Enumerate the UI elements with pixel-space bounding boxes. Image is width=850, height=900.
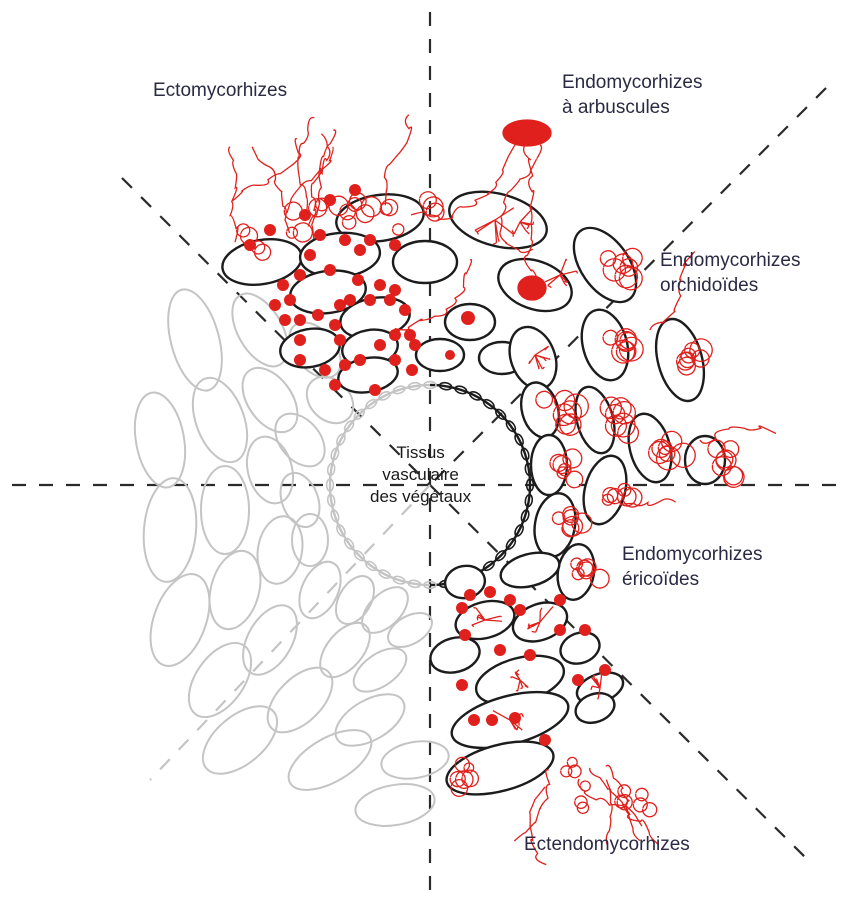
hyphal-coil — [575, 781, 591, 813]
cortex-cell-ecto — [393, 241, 457, 283]
vesicle — [329, 319, 341, 331]
vesicle — [399, 304, 411, 316]
vesicle — [524, 649, 536, 661]
label-ectomycorhizes: Ectomycorhizes — [153, 78, 287, 103]
hyphal-coil — [633, 788, 656, 816]
vesicle — [456, 679, 468, 691]
vesicle — [389, 329, 401, 341]
vesicle — [494, 644, 506, 656]
vesicle — [324, 264, 336, 276]
vesicle — [334, 334, 346, 346]
cortex-cell-ecto — [277, 324, 343, 372]
cortex-cell-arb — [443, 182, 553, 258]
vesicle — [504, 594, 516, 606]
vesicle — [468, 714, 480, 726]
vesicle — [554, 624, 566, 636]
label-ectendomycorhizes: Ectendomycorhizes — [524, 832, 690, 857]
cortex-cell — [352, 778, 438, 831]
cortex-cell — [354, 579, 416, 641]
uncolonized-cortex-cells — [128, 284, 452, 832]
hypha — [620, 499, 676, 506]
vesicle — [445, 350, 455, 360]
label-endomycorhizes-arbuscules: Endomycorhizes à arbuscules — [562, 70, 702, 120]
vesicle — [339, 359, 351, 371]
cortex-cell — [378, 736, 451, 783]
vesicle — [294, 269, 306, 281]
cortex-cell — [140, 476, 201, 584]
vesicle — [464, 589, 476, 601]
vesicle — [319, 364, 331, 376]
vesicle — [364, 234, 376, 246]
cortex-cell — [231, 358, 308, 442]
cortex-cell — [311, 614, 380, 686]
label-vascular-tissue: Tissus vasculaire des végétaux — [370, 442, 471, 508]
vesicle — [294, 334, 306, 346]
vesicle — [486, 714, 498, 726]
vesicle — [579, 624, 591, 636]
hypha — [700, 426, 776, 443]
cortex-cell — [191, 693, 289, 786]
cortex-cell — [292, 514, 328, 566]
vesicle — [284, 294, 296, 306]
vesicle — [409, 339, 421, 351]
hypha — [311, 147, 333, 239]
vesicle — [314, 229, 326, 241]
hyphal-coil — [561, 757, 581, 777]
vesicle — [264, 224, 276, 236]
vesicle — [277, 279, 289, 291]
vesicle — [374, 279, 386, 291]
label-endomycorhizes-ericoides: Endomycorhizes éricoïdes — [622, 542, 762, 592]
vesicle — [364, 294, 376, 306]
cortex-cell-ecto — [416, 339, 464, 371]
vesicle — [294, 354, 306, 366]
vesicle — [389, 239, 401, 251]
vesicle — [374, 339, 386, 351]
vesicle — [312, 309, 324, 321]
vesicle — [484, 586, 496, 598]
spore — [503, 120, 551, 146]
vesicle — [461, 311, 475, 325]
hypha — [252, 147, 290, 233]
hypha — [384, 115, 411, 206]
vesicle — [514, 604, 526, 616]
cortex-cell-orch — [574, 305, 635, 386]
vesicle — [384, 294, 396, 306]
vesicle — [334, 299, 346, 311]
vesicle — [406, 364, 418, 376]
vesicle — [389, 354, 401, 366]
cortex-cell — [139, 566, 221, 674]
label-endomycorhizes-orchidoides: Endomycorhizes orchidoïdes — [660, 248, 800, 298]
cortex-cell — [158, 284, 231, 397]
cortex-cell — [176, 632, 263, 728]
cortex-cell — [128, 389, 192, 492]
vesicle — [354, 244, 366, 256]
cortex-cell — [274, 468, 327, 533]
vesicle — [554, 594, 566, 606]
vesicle — [354, 354, 366, 366]
vesicle — [349, 184, 361, 196]
vesicle — [279, 314, 291, 326]
cortex-cell — [232, 596, 308, 684]
vesicle — [352, 274, 364, 286]
axis-line — [150, 485, 430, 780]
vesicle — [304, 249, 316, 261]
vesicle — [456, 602, 468, 614]
vesicle — [339, 234, 351, 246]
vesicle — [459, 629, 471, 641]
cortex-cell — [291, 555, 349, 625]
vesicle — [294, 314, 306, 326]
cortex-cell — [256, 656, 344, 744]
cortex-cell — [346, 640, 414, 701]
vesicle — [599, 664, 611, 676]
vesicle — [369, 384, 381, 396]
hypha — [233, 139, 301, 201]
vesicle — [329, 379, 341, 391]
cortex-cell — [201, 466, 249, 554]
vesicle — [518, 276, 546, 300]
cortex-cell-orch — [515, 378, 564, 441]
vesicle — [539, 734, 551, 746]
vesicle — [572, 674, 584, 686]
vesicle — [269, 299, 281, 311]
